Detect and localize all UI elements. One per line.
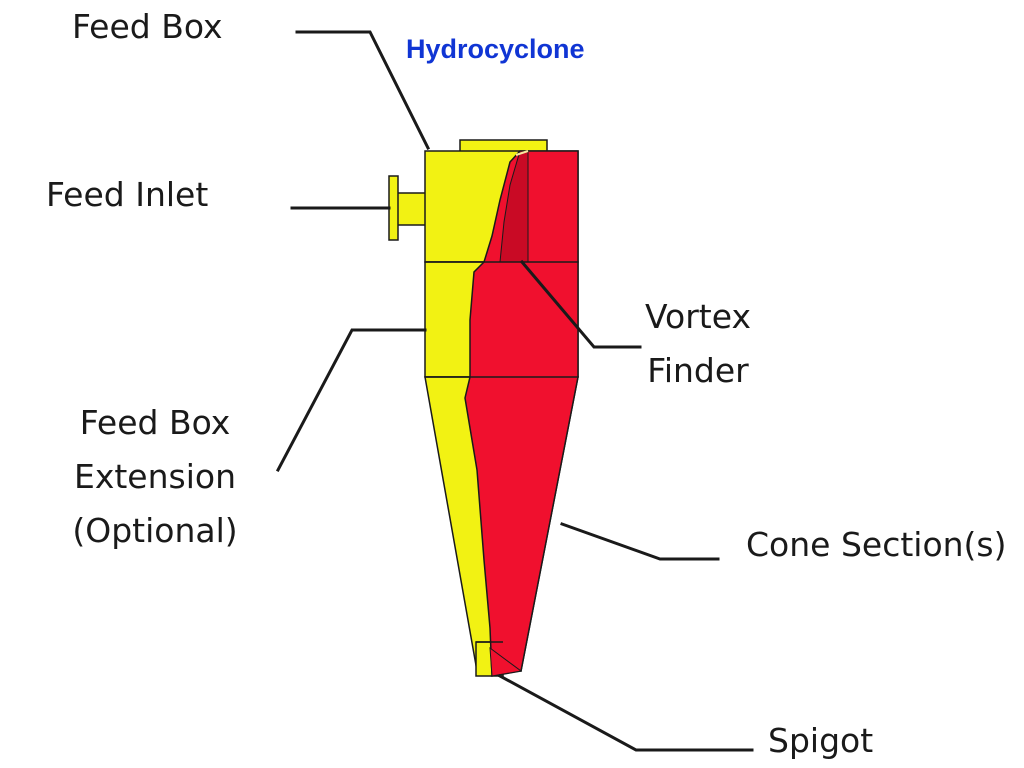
- label-feed-inlet: Feed Inlet: [46, 175, 209, 214]
- label-feed-box: Feed Box: [72, 7, 223, 46]
- vortex-finder-rim: [515, 150, 529, 156]
- cutaway-section: [464, 150, 579, 677]
- label-spigot: Spigot: [768, 721, 874, 760]
- diagram-title: Hydrocyclone: [406, 34, 585, 64]
- label-cone-sections: Cone Section(s): [746, 525, 1007, 564]
- feed-inlet-pipe: [396, 192, 428, 226]
- label-vortex-finder-line2: Finder: [647, 351, 749, 390]
- label-feed-box-extension-line1: Feed Box: [79, 403, 231, 442]
- label-vortex-finder-line1: Vortex: [645, 297, 751, 336]
- label-feed-box-extension: Feed Box Extension (Optional): [66, 396, 244, 558]
- label-vortex-finder: Vortex Finder: [636, 290, 760, 398]
- leader-vortex-finder: [519, 259, 642, 349]
- leader-lines: [275, 30, 754, 752]
- spigot-cutaway: [489, 646, 523, 677]
- overflow-cap: [459, 139, 548, 153]
- label-feed-box-extension-line2: Extension: [73, 457, 236, 496]
- leader-spigot: [497, 673, 754, 752]
- label-feed-box-extension-line3: (Optional): [72, 511, 238, 550]
- leader-feed-box: [295, 30, 431, 151]
- leader-feed-box-extension: [275, 328, 427, 473]
- leader-cone-sections: [560, 522, 720, 561]
